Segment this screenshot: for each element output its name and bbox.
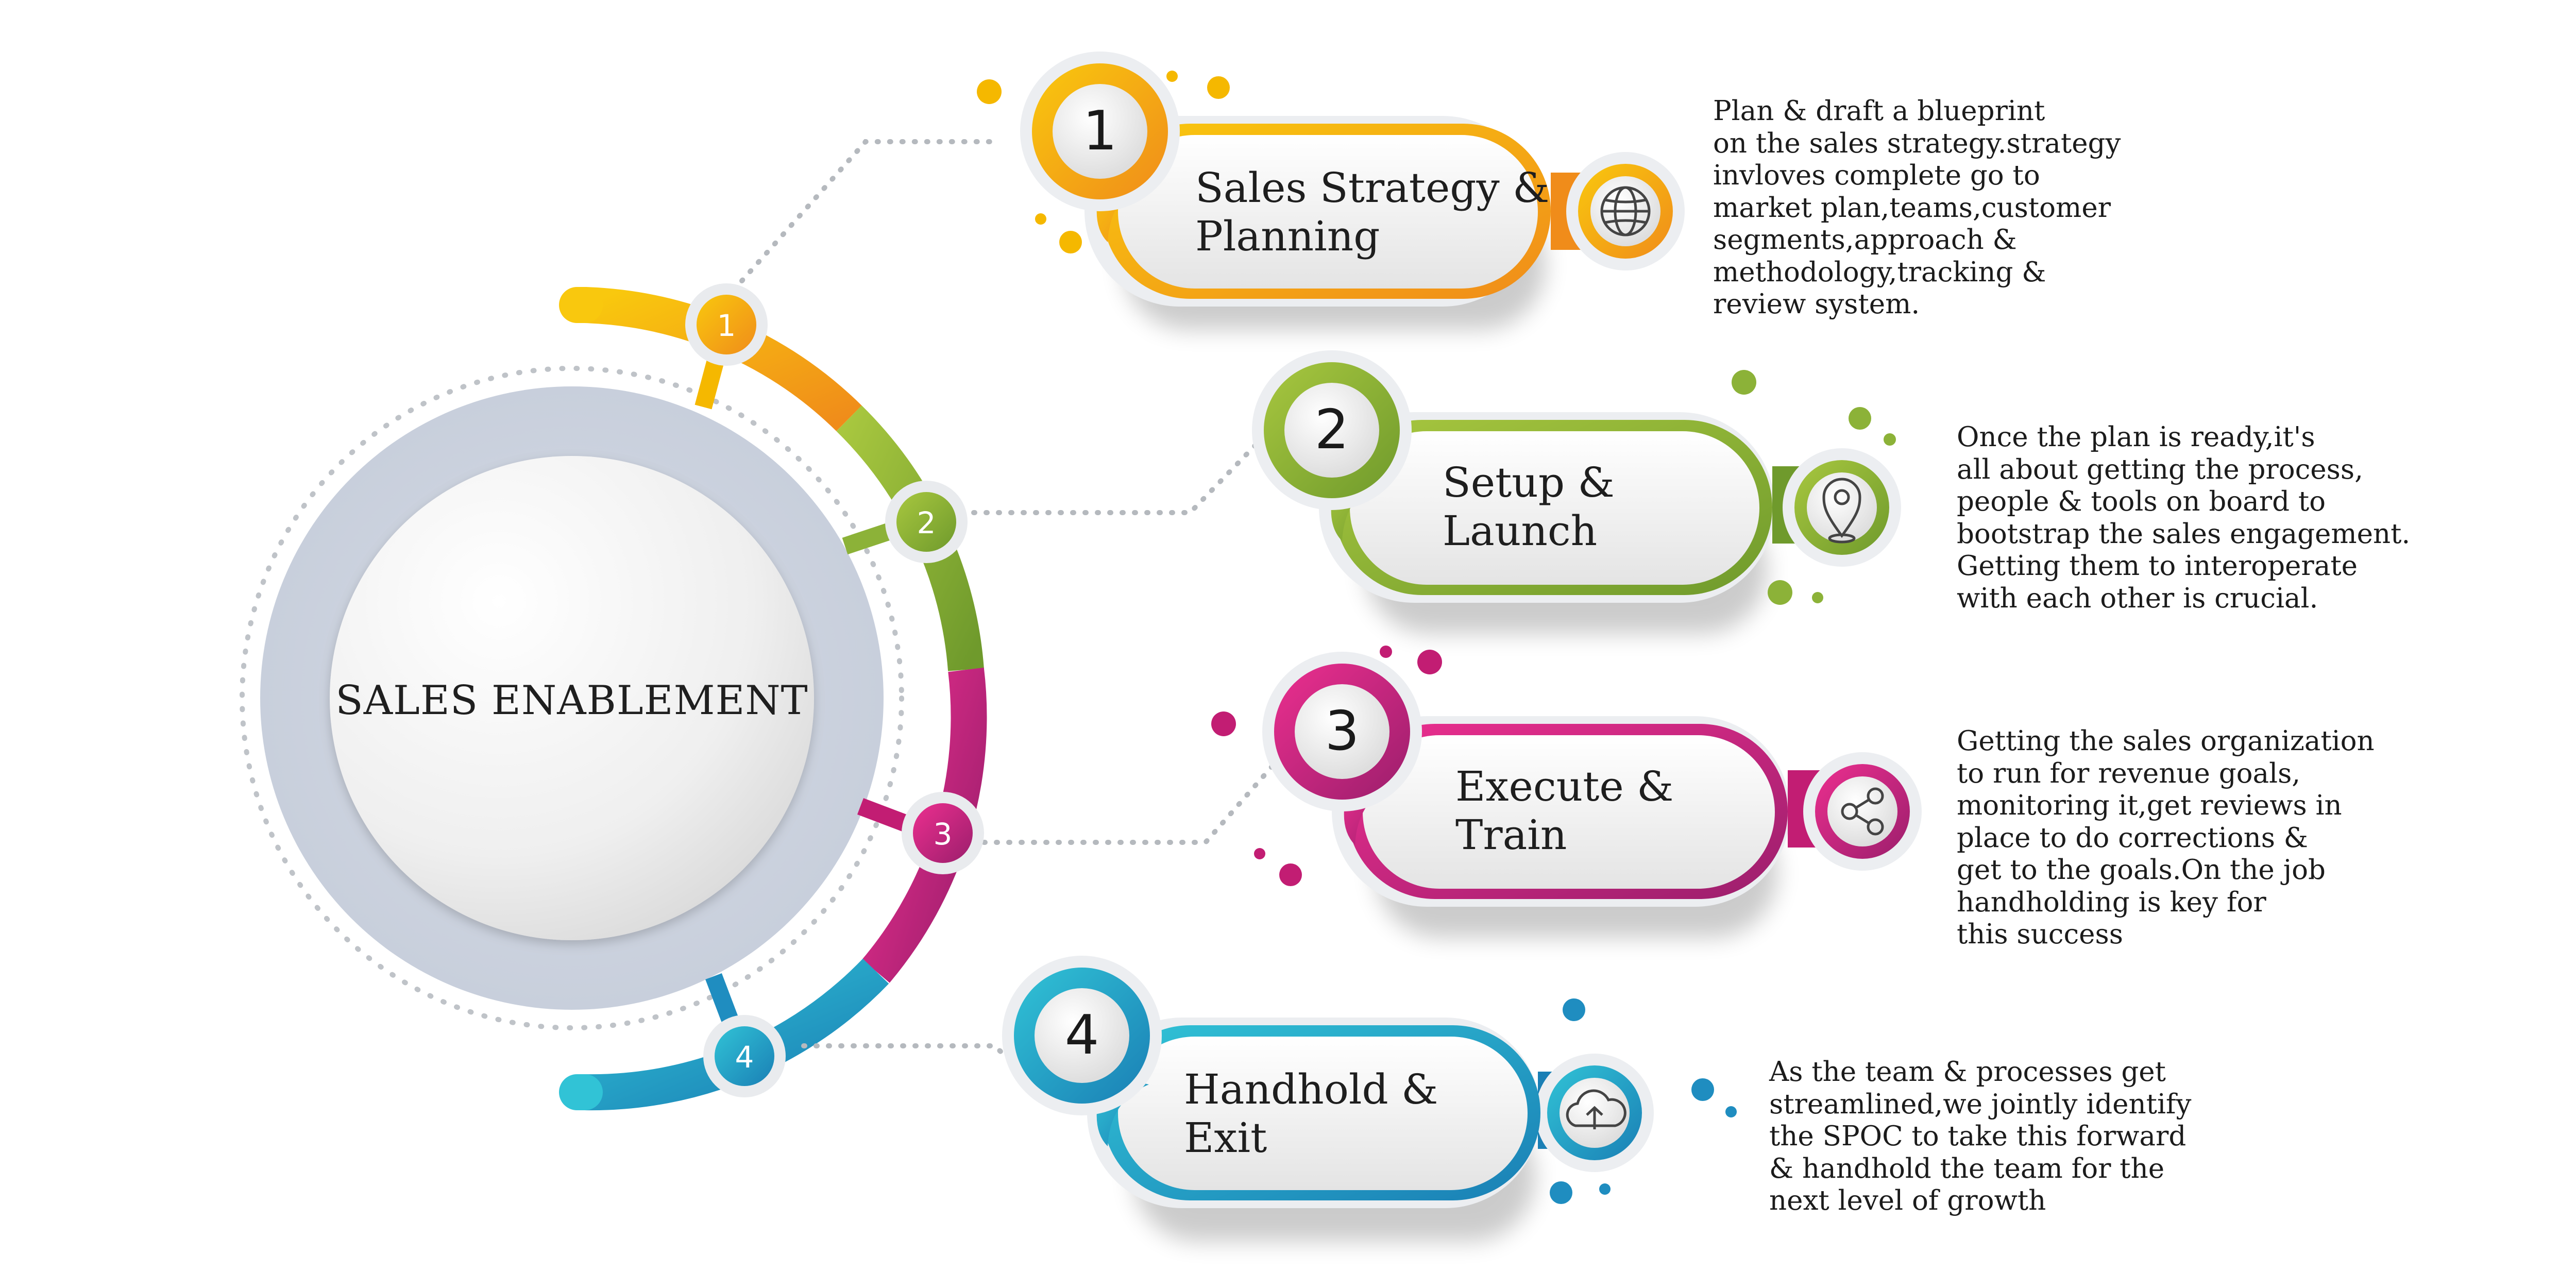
arc-node-label-2: 2: [917, 505, 936, 540]
arc-node-3: 3: [902, 792, 984, 874]
step-description-4: As the team & processes get streamlined,…: [1769, 1056, 2192, 1216]
arc-node-2: 2: [885, 481, 968, 563]
step-card-1: 1: [977, 52, 1685, 330]
center-title: SALES ENABLEMENT: [335, 677, 808, 724]
step-description-2: Once the plan is ready,it's all about ge…: [1957, 421, 2411, 614]
inner-disc: [330, 456, 814, 940]
location-pin-icon: [1822, 478, 1861, 544]
arc-node-1: 1: [685, 283, 768, 366]
dotted-connector-3: [981, 757, 1280, 845]
step-number-1: 1: [1083, 99, 1117, 162]
step-number-4: 4: [1065, 1004, 1099, 1066]
step-card-2: 2: [1252, 350, 1901, 634]
cloud-upload-icon: [1566, 1089, 1626, 1129]
step-title-1: Sales Strategy & Planning: [1195, 164, 1550, 260]
dotted-orbit-ring: [240, 366, 904, 1030]
step-number-2: 2: [1315, 398, 1349, 461]
step-description-1: Plan & draft a blueprint on the sales st…: [1713, 95, 2121, 320]
arc-node-4: 4: [703, 1015, 786, 1097]
step-title-3: Execute & Train: [1455, 762, 1674, 859]
step-card-3: 3: [1211, 646, 1922, 938]
step-number-3: 3: [1325, 700, 1360, 762]
step-description-3: Getting the sales organization to run fo…: [1957, 725, 2375, 950]
dotted-connector-1: [739, 139, 997, 283]
arc-node-label-4: 4: [735, 1040, 754, 1075]
arc-node-label-1: 1: [717, 308, 736, 343]
globe-icon: [1600, 186, 1651, 236]
step-title-2: Setup & Launch: [1443, 459, 1615, 555]
dotted-connector-2: [971, 430, 1270, 515]
share-icon: [1841, 787, 1884, 836]
step-card-4: 4: [1002, 956, 1737, 1242]
arc-node-label-3: 3: [934, 817, 953, 852]
step-title-4: Handhold & Exit: [1184, 1065, 1438, 1162]
